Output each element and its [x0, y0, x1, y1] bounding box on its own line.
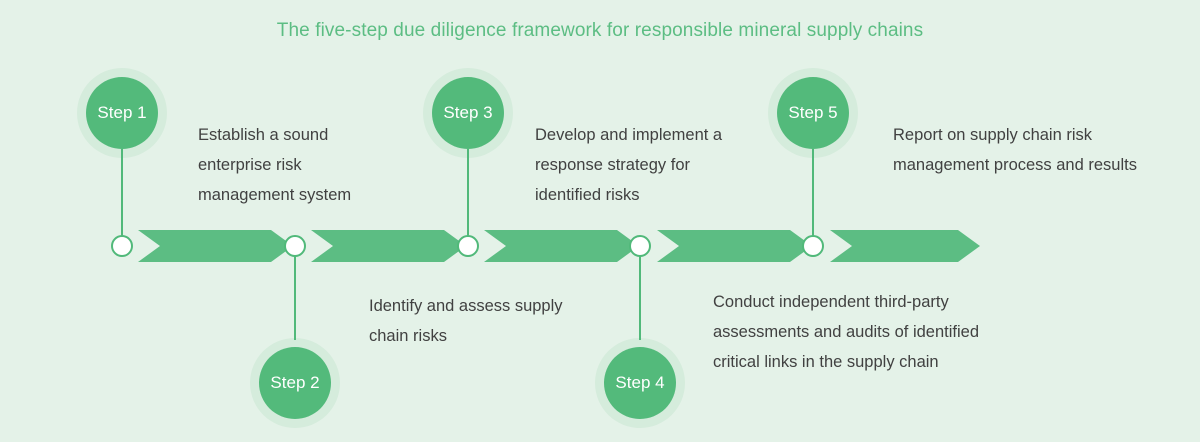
timeline-arrow-4: [657, 230, 812, 262]
step-description-3: Develop and implement a response strateg…: [535, 126, 723, 204]
timeline-arrow-3: [484, 230, 639, 262]
step-bubble-4[interactable]: Step 4: [604, 347, 676, 419]
timeline-node-3[interactable]: [457, 235, 479, 257]
step-description-1: Establish a sound enterprise risk manage…: [198, 126, 352, 204]
step-connector-3: [467, 149, 469, 237]
step-description-2: Identify and assess supply chain risks: [369, 297, 563, 345]
step-bubble-1[interactable]: Step 1: [86, 77, 158, 149]
step-bubble-3[interactable]: Step 3: [432, 77, 504, 149]
timeline-node-4[interactable]: [629, 235, 651, 257]
timeline-node-5[interactable]: [802, 235, 824, 257]
step-bubble-5[interactable]: Step 5: [777, 77, 849, 149]
step-connector-1: [121, 149, 123, 237]
timeline-node-2[interactable]: [284, 235, 306, 257]
step-bubble-2[interactable]: Step 2: [259, 347, 331, 419]
timeline-node-1[interactable]: [111, 235, 133, 257]
page-title: The five-step due diligence framework fo…: [276, 20, 924, 41]
step-connector-5: [812, 149, 814, 237]
timeline-arrow-2: [311, 230, 466, 262]
timeline-arrow-5: [830, 230, 980, 262]
step-description-4: Conduct independent third-party assessme…: [713, 293, 979, 371]
timeline-arrow-1: [138, 230, 293, 262]
step-connector-4: [639, 256, 641, 340]
step-description-5: Report on supply chain risk management p…: [893, 126, 1137, 174]
step-connector-2: [294, 256, 296, 340]
